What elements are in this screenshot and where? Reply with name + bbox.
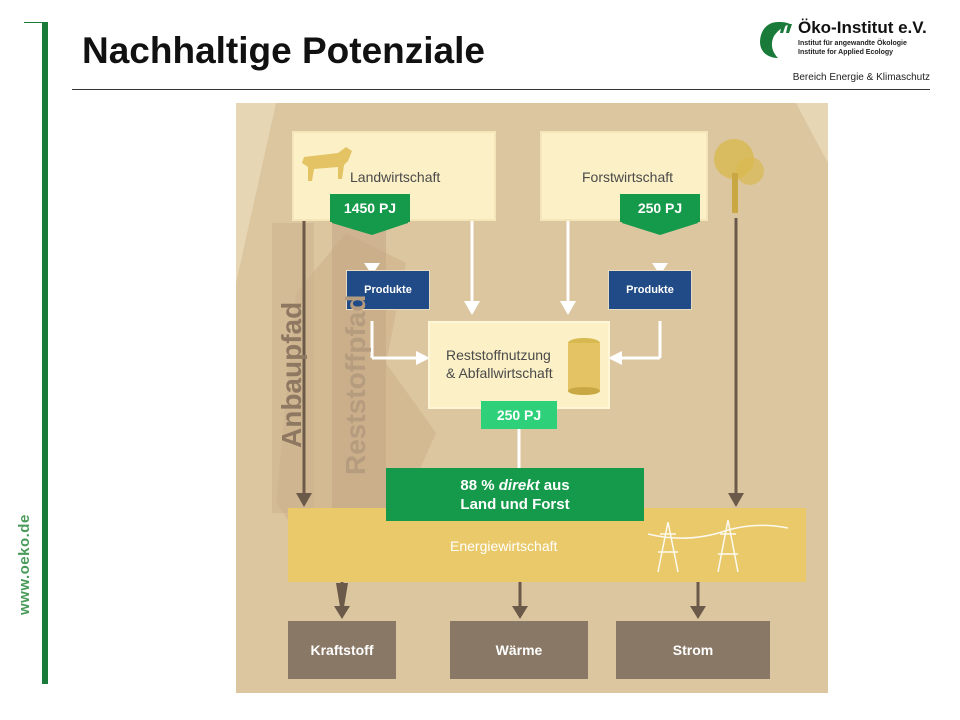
leaf-logo-icon (760, 22, 792, 58)
output-heat: Wärme (450, 621, 588, 679)
side-accent-bar (42, 22, 48, 684)
direct-share-line1: 88 % direkt aus (386, 476, 644, 495)
residual-box: Reststoffnutzung & Abfallwirtschaft (428, 321, 610, 409)
cow-icon (302, 147, 352, 181)
oeko-institut-logo: Öko-Institut e.V. Institut für angewandt… (758, 18, 958, 78)
products-box-left: Produkte (346, 270, 430, 310)
cultivation-path-label: Anbaupfad (276, 301, 307, 448)
note-emphasis: direkt (498, 476, 540, 494)
logo-name: Öko-Institut e.V. (798, 18, 927, 37)
note-prefix: 88 % (460, 476, 499, 494)
agriculture-pj-badge: 1450 PJ (330, 194, 410, 222)
page-title: Nachhaltige Potenziale (82, 30, 485, 71)
residual-pj-badge: 250 PJ (481, 401, 557, 429)
logo-subtitle-en: Institute for Applied Ecology (798, 49, 894, 56)
residue-path-label: Reststoffpfad (340, 294, 371, 475)
forestry-label: Forstwirtschaft (582, 169, 674, 185)
output-fuel: Kraftstoff (288, 621, 396, 679)
energy-industry-label: Energiewirtschaft (450, 538, 558, 554)
output-power: Strom (616, 621, 770, 679)
bin-icon (568, 338, 600, 395)
power-pylon-icon (648, 519, 788, 573)
department-label: Bereich Energie & Klimaschutz (792, 72, 930, 83)
residual-label-line2: & Abfallwirtschaft (446, 365, 553, 381)
potentials-diagram: Landwirtschaft Forstwirtschaft 1450 PJ 2… (236, 103, 828, 693)
direct-share-note: 88 % direkt aus Land und Forst (386, 468, 644, 521)
forestry-pj-badge: 250 PJ (620, 194, 700, 222)
logo-subtitle-de: Institut für angewandte Ökologie (798, 40, 907, 47)
products-box-right: Produkte (608, 270, 692, 310)
note-suffix: aus (539, 476, 570, 494)
side-accent-line (24, 22, 46, 23)
tree-icon (714, 139, 764, 213)
residual-label-line1: Reststoffnutzung (446, 347, 551, 363)
direct-share-line2: Land und Forst (460, 495, 570, 513)
side-url: www.oeko.de (16, 514, 33, 615)
agriculture-label: Landwirtschaft (350, 169, 441, 185)
title-divider (72, 89, 930, 90)
